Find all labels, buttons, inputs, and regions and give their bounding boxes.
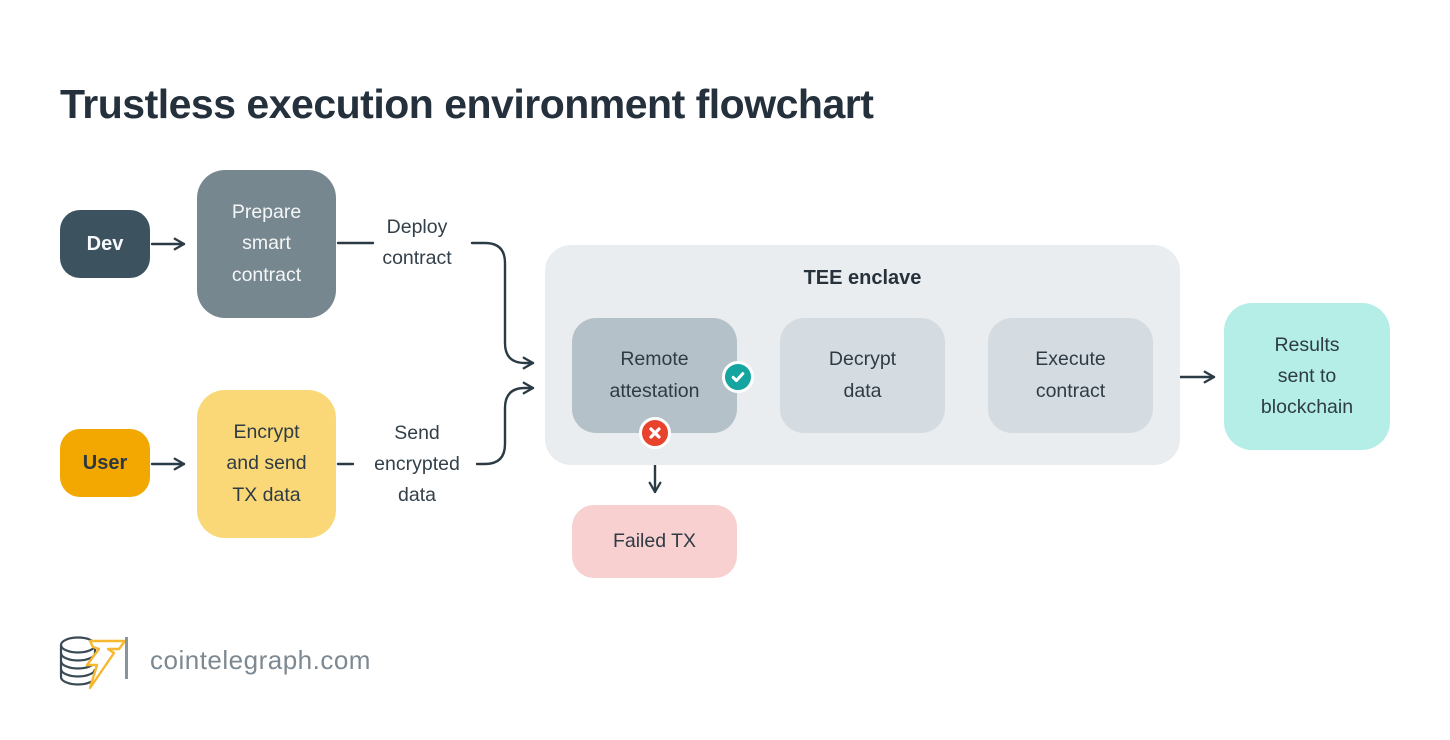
node-failed-tx: Failed TX [572,505,737,578]
failure-badge [639,417,671,449]
edge-deploy-to-enclave [470,241,535,370]
edge-label-send-encrypted-data: Send encrypted data [374,422,460,506]
node-encrypt-send-tx-data: Encrypt and send TX data [197,390,336,538]
success-badge [722,361,754,393]
check-icon [731,372,745,383]
cointelegraph-logo-icon [59,636,127,690]
node-user: User [60,429,150,497]
node-remote-attestation: Remote attestation [572,318,737,433]
node-decrypt-data: Decrypt data [780,318,945,433]
node-dev: Dev [60,210,150,278]
page-title: Trustless execution environment flowchar… [60,81,874,128]
tee-enclave-title: TEE enclave [803,267,922,289]
node-prepare-smart-contract: Prepare smart contract [197,170,336,318]
edge-send-to-enclave [475,381,535,466]
node-results-sent-to-blockchain: Results sent to blockchain [1224,303,1390,450]
footer-brand-url: cointelegraph.com [150,645,371,675]
node-execute-contract: Execute contract [988,318,1153,433]
cross-icon [649,427,661,439]
footer-divider [125,637,128,679]
edge-label-deploy-contract: Deploy contract [382,216,452,269]
